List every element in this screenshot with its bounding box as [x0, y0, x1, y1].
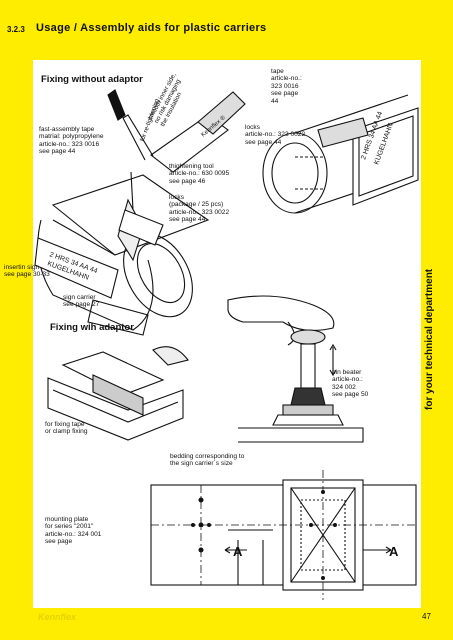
pipe-top-outline — [51, 174, 210, 256]
brand-logo: Kennflex — [38, 612, 77, 622]
sign-holder — [87, 299, 149, 336]
adaptor-plate — [47, 377, 184, 441]
page-title: Usage / Assembly aids for plastic carrie… — [36, 22, 267, 34]
illustration-panel: 2 HRS 34 AA 44 KUGELHAHN 2 HRS 34 AA 44 … — [4, 60, 421, 608]
hand — [227, 295, 335, 331]
section-number: 3.2.3 — [7, 25, 25, 34]
side-label: for your technical department — [424, 268, 435, 410]
heading-fixing-with-adaptor: Fixing wih adaptor — [50, 322, 134, 333]
label-locks-package: locks(package / 25 pcs)article-no.: 323 … — [169, 194, 230, 224]
pin-beater — [300, 343, 316, 389]
section-mark-right: A — [389, 544, 399, 559]
locks-clip — [317, 117, 369, 148]
page-number: 47 — [422, 612, 431, 621]
heading-fixing-without-adaptor: Fixing without adaptor — [41, 74, 143, 85]
technical-drawing: 2 HRS 34 AA 44 KUGELHAHN 2 HRS 34 AA 44 … — [34, 89, 419, 600]
section-mark-left: A — [233, 544, 243, 559]
sign-carrier-left — [34, 237, 119, 299]
